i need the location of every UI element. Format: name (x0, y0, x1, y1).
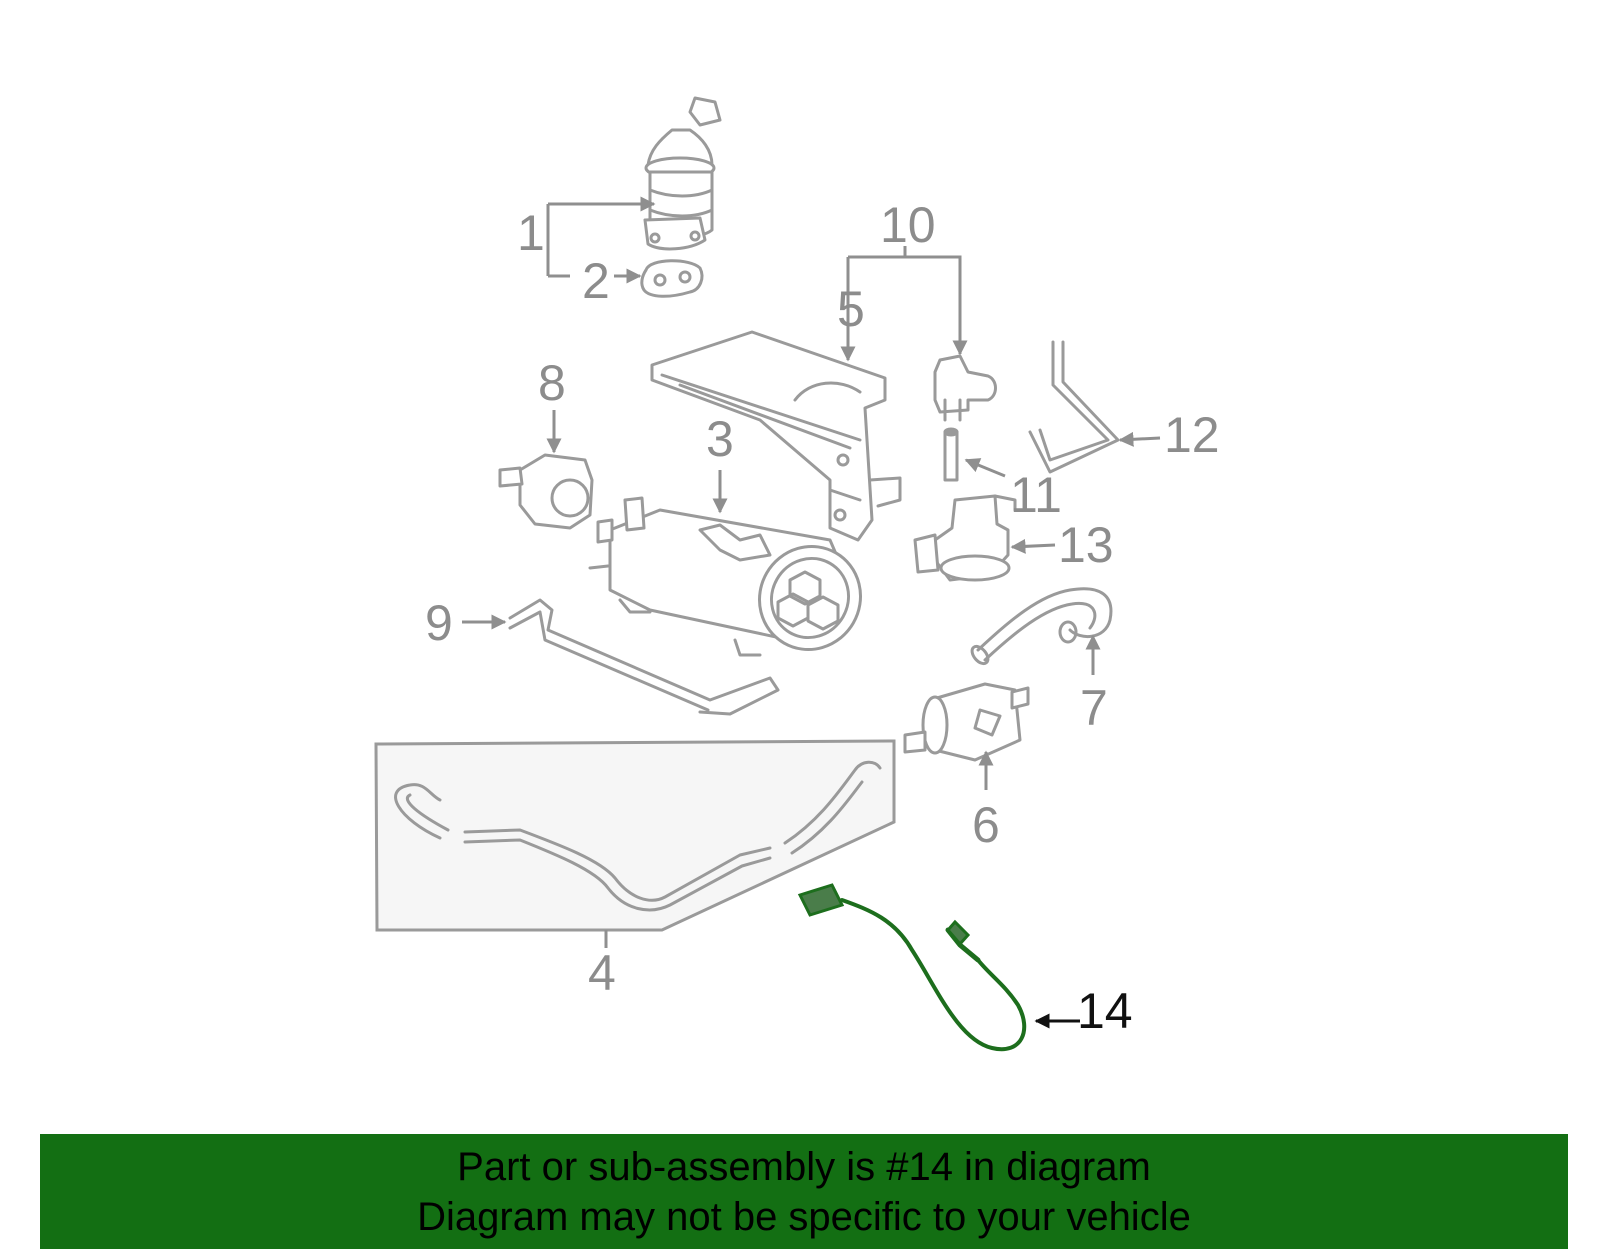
leader-lines (462, 196, 1161, 1029)
banner-line-2: Diagram may not be specific to your vehi… (417, 1194, 1191, 1239)
part-1-egr-valve[interactable] (643, 96, 722, 251)
callout-6: 6 (972, 797, 1000, 853)
callout-7: 7 (1080, 680, 1108, 736)
part-14-oxygen-sensor[interactable] (797, 883, 1027, 1052)
part-10-vacuum-switch[interactable] (933, 354, 997, 422)
callout-4: 4 (588, 945, 616, 1001)
part-11-hose[interactable] (943, 427, 959, 482)
part-12-tube[interactable] (1028, 340, 1120, 474)
part-7-hose[interactable] (969, 587, 1113, 667)
part-5-bracket[interactable] (650, 330, 902, 542)
callout-9: 9 (425, 595, 453, 651)
callout-13: 13 (1058, 517, 1114, 573)
callout-5: 5 (837, 281, 865, 337)
callout-8: 8 (538, 355, 566, 411)
info-banner: Part or sub-assembly is #14 in diagram D… (40, 1134, 1568, 1249)
part-3-canister[interactable] (588, 496, 879, 668)
callout-14: 14 (1077, 983, 1133, 1039)
callout-10: 10 (880, 197, 936, 253)
banner-line-1: Part or sub-assembly is #14 in diagram (457, 1144, 1151, 1189)
part-9-hose[interactable] (508, 598, 780, 716)
callout-12: 12 (1164, 407, 1220, 463)
callout-numbers: 1 2 3 4 5 6 7 8 9 10 11 12 13 14 (425, 197, 1220, 1039)
part-6-valve[interactable] (903, 682, 1030, 762)
callout-2: 2 (582, 253, 610, 309)
callout-3: 3 (706, 411, 734, 467)
part-2-gasket[interactable] (640, 259, 704, 298)
callout-11: 11 (1010, 467, 1062, 523)
part-13-actuator[interactable] (913, 494, 1017, 582)
part-4-fuel-line-assembly[interactable] (374, 739, 896, 932)
part-8-solenoid[interactable] (498, 453, 594, 530)
callout-1: 1 (517, 205, 545, 261)
